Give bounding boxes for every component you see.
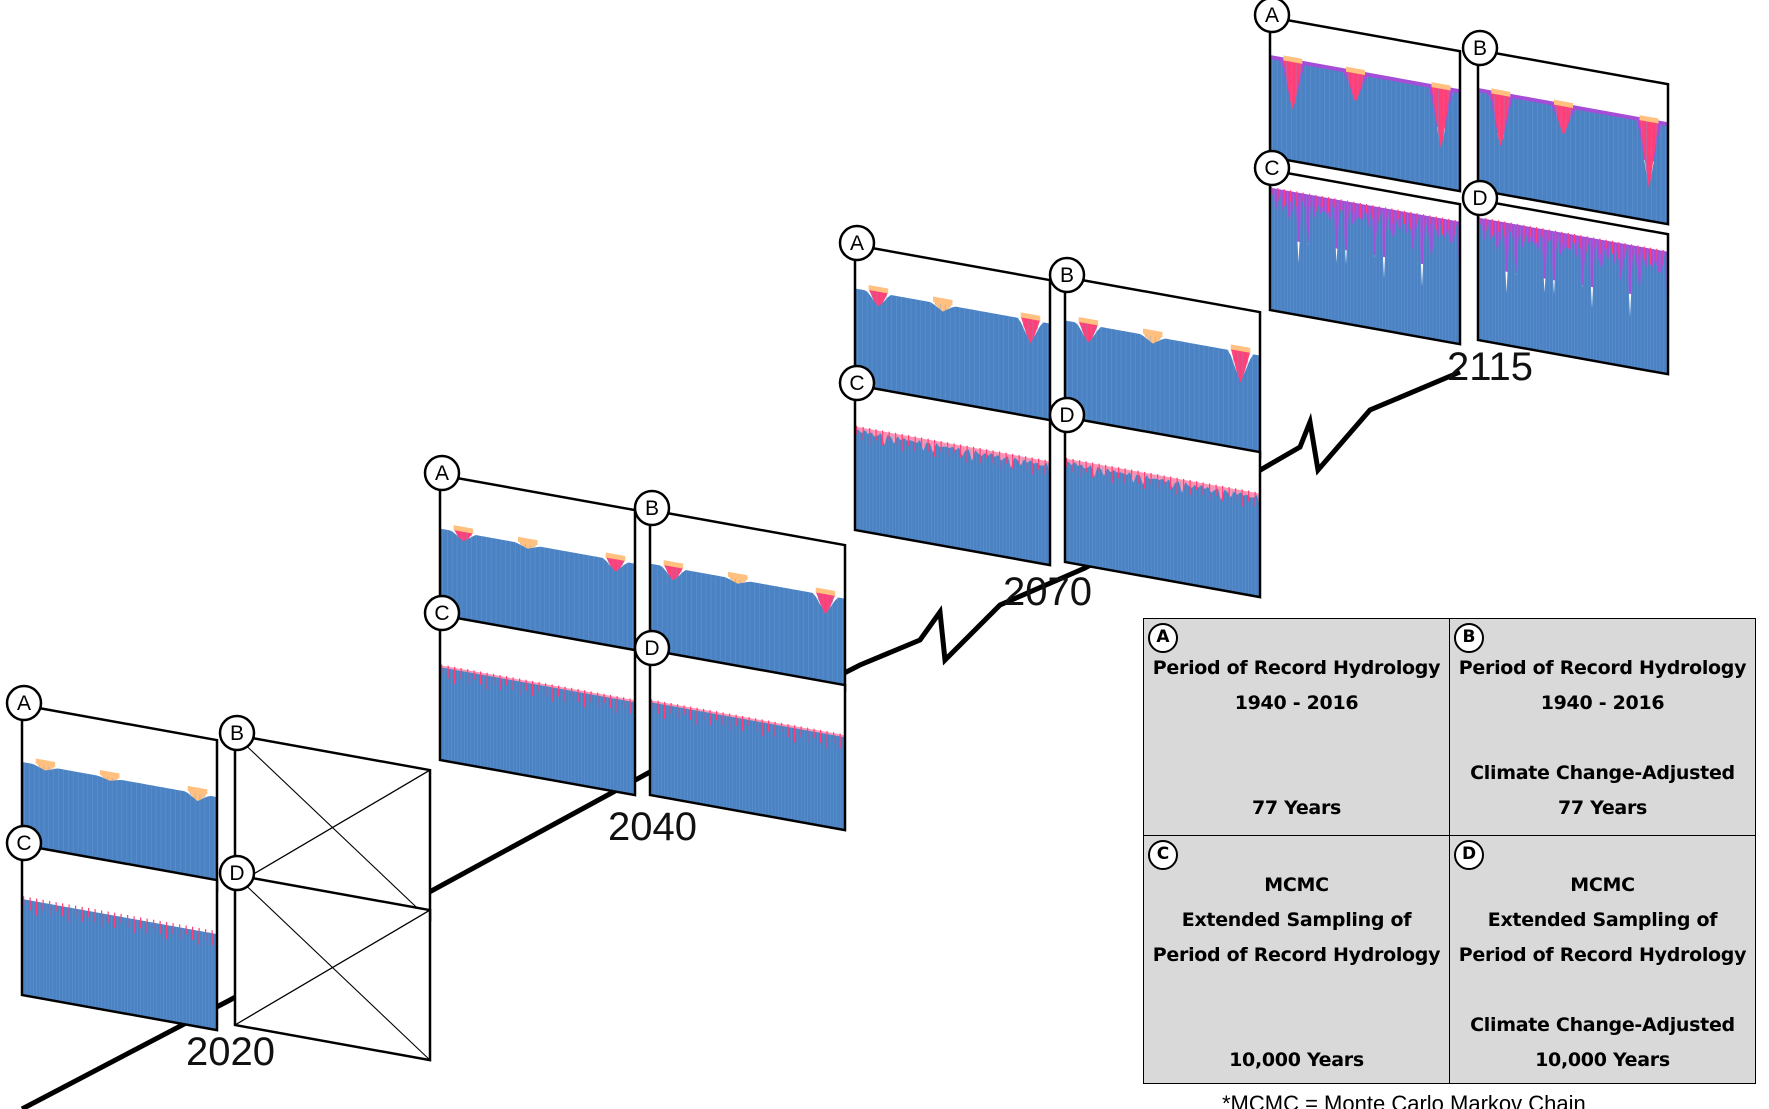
year-labels: 2020 2040 2070 2115 bbox=[186, 345, 1533, 1074]
panel-badge-2040-a: A bbox=[423, 454, 461, 492]
legend-cell-b-letter: B bbox=[1454, 623, 1484, 653]
panel-badge-2020-b: B bbox=[218, 714, 256, 752]
panel-badge-2070-a: A bbox=[838, 224, 876, 262]
svg-text:B: B bbox=[1473, 37, 1487, 60]
svg-text:B: B bbox=[645, 497, 659, 520]
svg-text:C: C bbox=[434, 602, 449, 625]
panel-badge-2115-b: B bbox=[1461, 29, 1499, 67]
panel-2115-a bbox=[1268, 15, 1462, 193]
panel-2115-c bbox=[1268, 168, 1462, 346]
legend-b-line-4: Climate Change-Adjusted bbox=[1470, 762, 1735, 784]
year-label-2020: 2020 bbox=[186, 1030, 275, 1074]
panel-badge-2070-d: D bbox=[1048, 396, 1086, 434]
panel-badge-2070-c: C bbox=[838, 364, 876, 402]
panel-2115-d bbox=[1476, 198, 1670, 376]
legend-c-line-1: MCMC bbox=[1264, 874, 1329, 896]
legend-d-line-4 bbox=[1451, 973, 1754, 1008]
svg-text:A: A bbox=[1265, 4, 1279, 27]
panel-badge-2115-c: C bbox=[1253, 149, 1291, 187]
panel-2040-c bbox=[438, 613, 637, 797]
timeline-axis bbox=[20, 369, 1461, 1109]
panel-2070-a bbox=[853, 243, 1052, 427]
panel-badge-2020-c: C bbox=[5, 824, 43, 862]
legend-cell-b: B Period of Record Hydrology 1940 - 2016… bbox=[1449, 618, 1756, 836]
legend-a-line-3 bbox=[1145, 721, 1448, 756]
legend-cell-a: A Period of Record Hydrology 1940 - 2016… bbox=[1143, 618, 1450, 836]
legend-c-line-4 bbox=[1145, 973, 1448, 1008]
panel-badge-2115-d: D bbox=[1461, 179, 1499, 217]
legend-b-line-2: 1940 - 2016 bbox=[1540, 692, 1665, 714]
panel-2070-b bbox=[1063, 275, 1262, 459]
panel-badge-2040-c: C bbox=[423, 594, 461, 632]
legend-c-line-3: Period of Record Hydrology bbox=[1152, 944, 1441, 966]
panel-badge-2020-a: A bbox=[5, 684, 43, 722]
legend-d-line-3: Period of Record Hydrology bbox=[1458, 944, 1747, 966]
svg-text:A: A bbox=[17, 692, 31, 715]
legend-d-line-1: MCMC bbox=[1570, 874, 1635, 896]
panel-2070-c bbox=[853, 383, 1052, 567]
legend-a-line-2: 1940 - 2016 bbox=[1234, 692, 1359, 714]
svg-text:D: D bbox=[1059, 404, 1074, 427]
legend-d-line-2: Extended Sampling of bbox=[1487, 909, 1718, 931]
svg-text:A: A bbox=[850, 232, 864, 255]
svg-text:A: A bbox=[435, 462, 449, 485]
panel-badge-2020-d: D bbox=[218, 854, 256, 892]
legend-cell-c-letter: C bbox=[1148, 840, 1178, 870]
svg-text:D: D bbox=[644, 637, 659, 660]
legend-cell-a-letter: A bbox=[1148, 623, 1178, 653]
legend-a-line-4 bbox=[1145, 756, 1448, 791]
mcmc-footnote: *MCMC = Monte Carlo Markov Chain bbox=[1222, 1091, 1586, 1109]
legend-c-line-6: 10,000 Years bbox=[1229, 1049, 1364, 1071]
year-label-2040: 2040 bbox=[608, 805, 697, 849]
panel-2020-d bbox=[233, 873, 432, 1062]
panel-badge-2040-d: D bbox=[633, 629, 671, 667]
panel-2040-d bbox=[648, 648, 847, 832]
panel-2070-d bbox=[1063, 415, 1262, 599]
svg-text:B: B bbox=[230, 722, 244, 745]
legend-b-line-5: 77 Years bbox=[1557, 797, 1648, 819]
scenario-legend-table: A Period of Record Hydrology 1940 - 2016… bbox=[1143, 618, 1756, 1084]
legend-cell-d: D MCMC Extended Sampling of Period of Re… bbox=[1449, 835, 1756, 1084]
panel-2020-c bbox=[20, 843, 219, 1032]
legend-a-line-5: 77 Years bbox=[1251, 797, 1342, 819]
legend-c-line-2: Extended Sampling of bbox=[1181, 909, 1412, 931]
legend-a-line-1: Period of Record Hydrology bbox=[1152, 657, 1441, 679]
svg-text:C: C bbox=[16, 832, 31, 855]
panel-badge-2115-a: A bbox=[1253, 0, 1291, 34]
svg-text:C: C bbox=[1264, 157, 1279, 180]
legend-cell-d-letter: D bbox=[1454, 840, 1484, 870]
legend-d-line-5: Climate Change-Adjusted bbox=[1470, 1014, 1735, 1036]
svg-text:D: D bbox=[1472, 187, 1487, 210]
panel-badge-2040-b: B bbox=[633, 489, 671, 527]
legend-b-line-1: Period of Record Hydrology bbox=[1458, 657, 1747, 679]
panel-badge-2070-b: B bbox=[1048, 256, 1086, 294]
svg-text:B: B bbox=[1060, 264, 1074, 287]
svg-text:D: D bbox=[229, 862, 244, 885]
legend-d-line-6: 10,000 Years bbox=[1535, 1049, 1670, 1071]
year-label-2115: 2115 bbox=[1447, 345, 1533, 389]
scenario-panels: A B C D A B C D A B C D A B C D bbox=[5, 0, 1670, 1062]
legend-cell-c: C MCMC Extended Sampling of Period of Re… bbox=[1143, 835, 1450, 1084]
timeline-axis-line bbox=[20, 369, 1461, 1109]
panel-2115-b bbox=[1476, 48, 1670, 226]
svg-text:C: C bbox=[849, 372, 864, 395]
legend-c-line-5 bbox=[1145, 1008, 1448, 1043]
legend-b-line-3 bbox=[1451, 721, 1754, 756]
year-label-2070: 2070 bbox=[1003, 570, 1092, 614]
